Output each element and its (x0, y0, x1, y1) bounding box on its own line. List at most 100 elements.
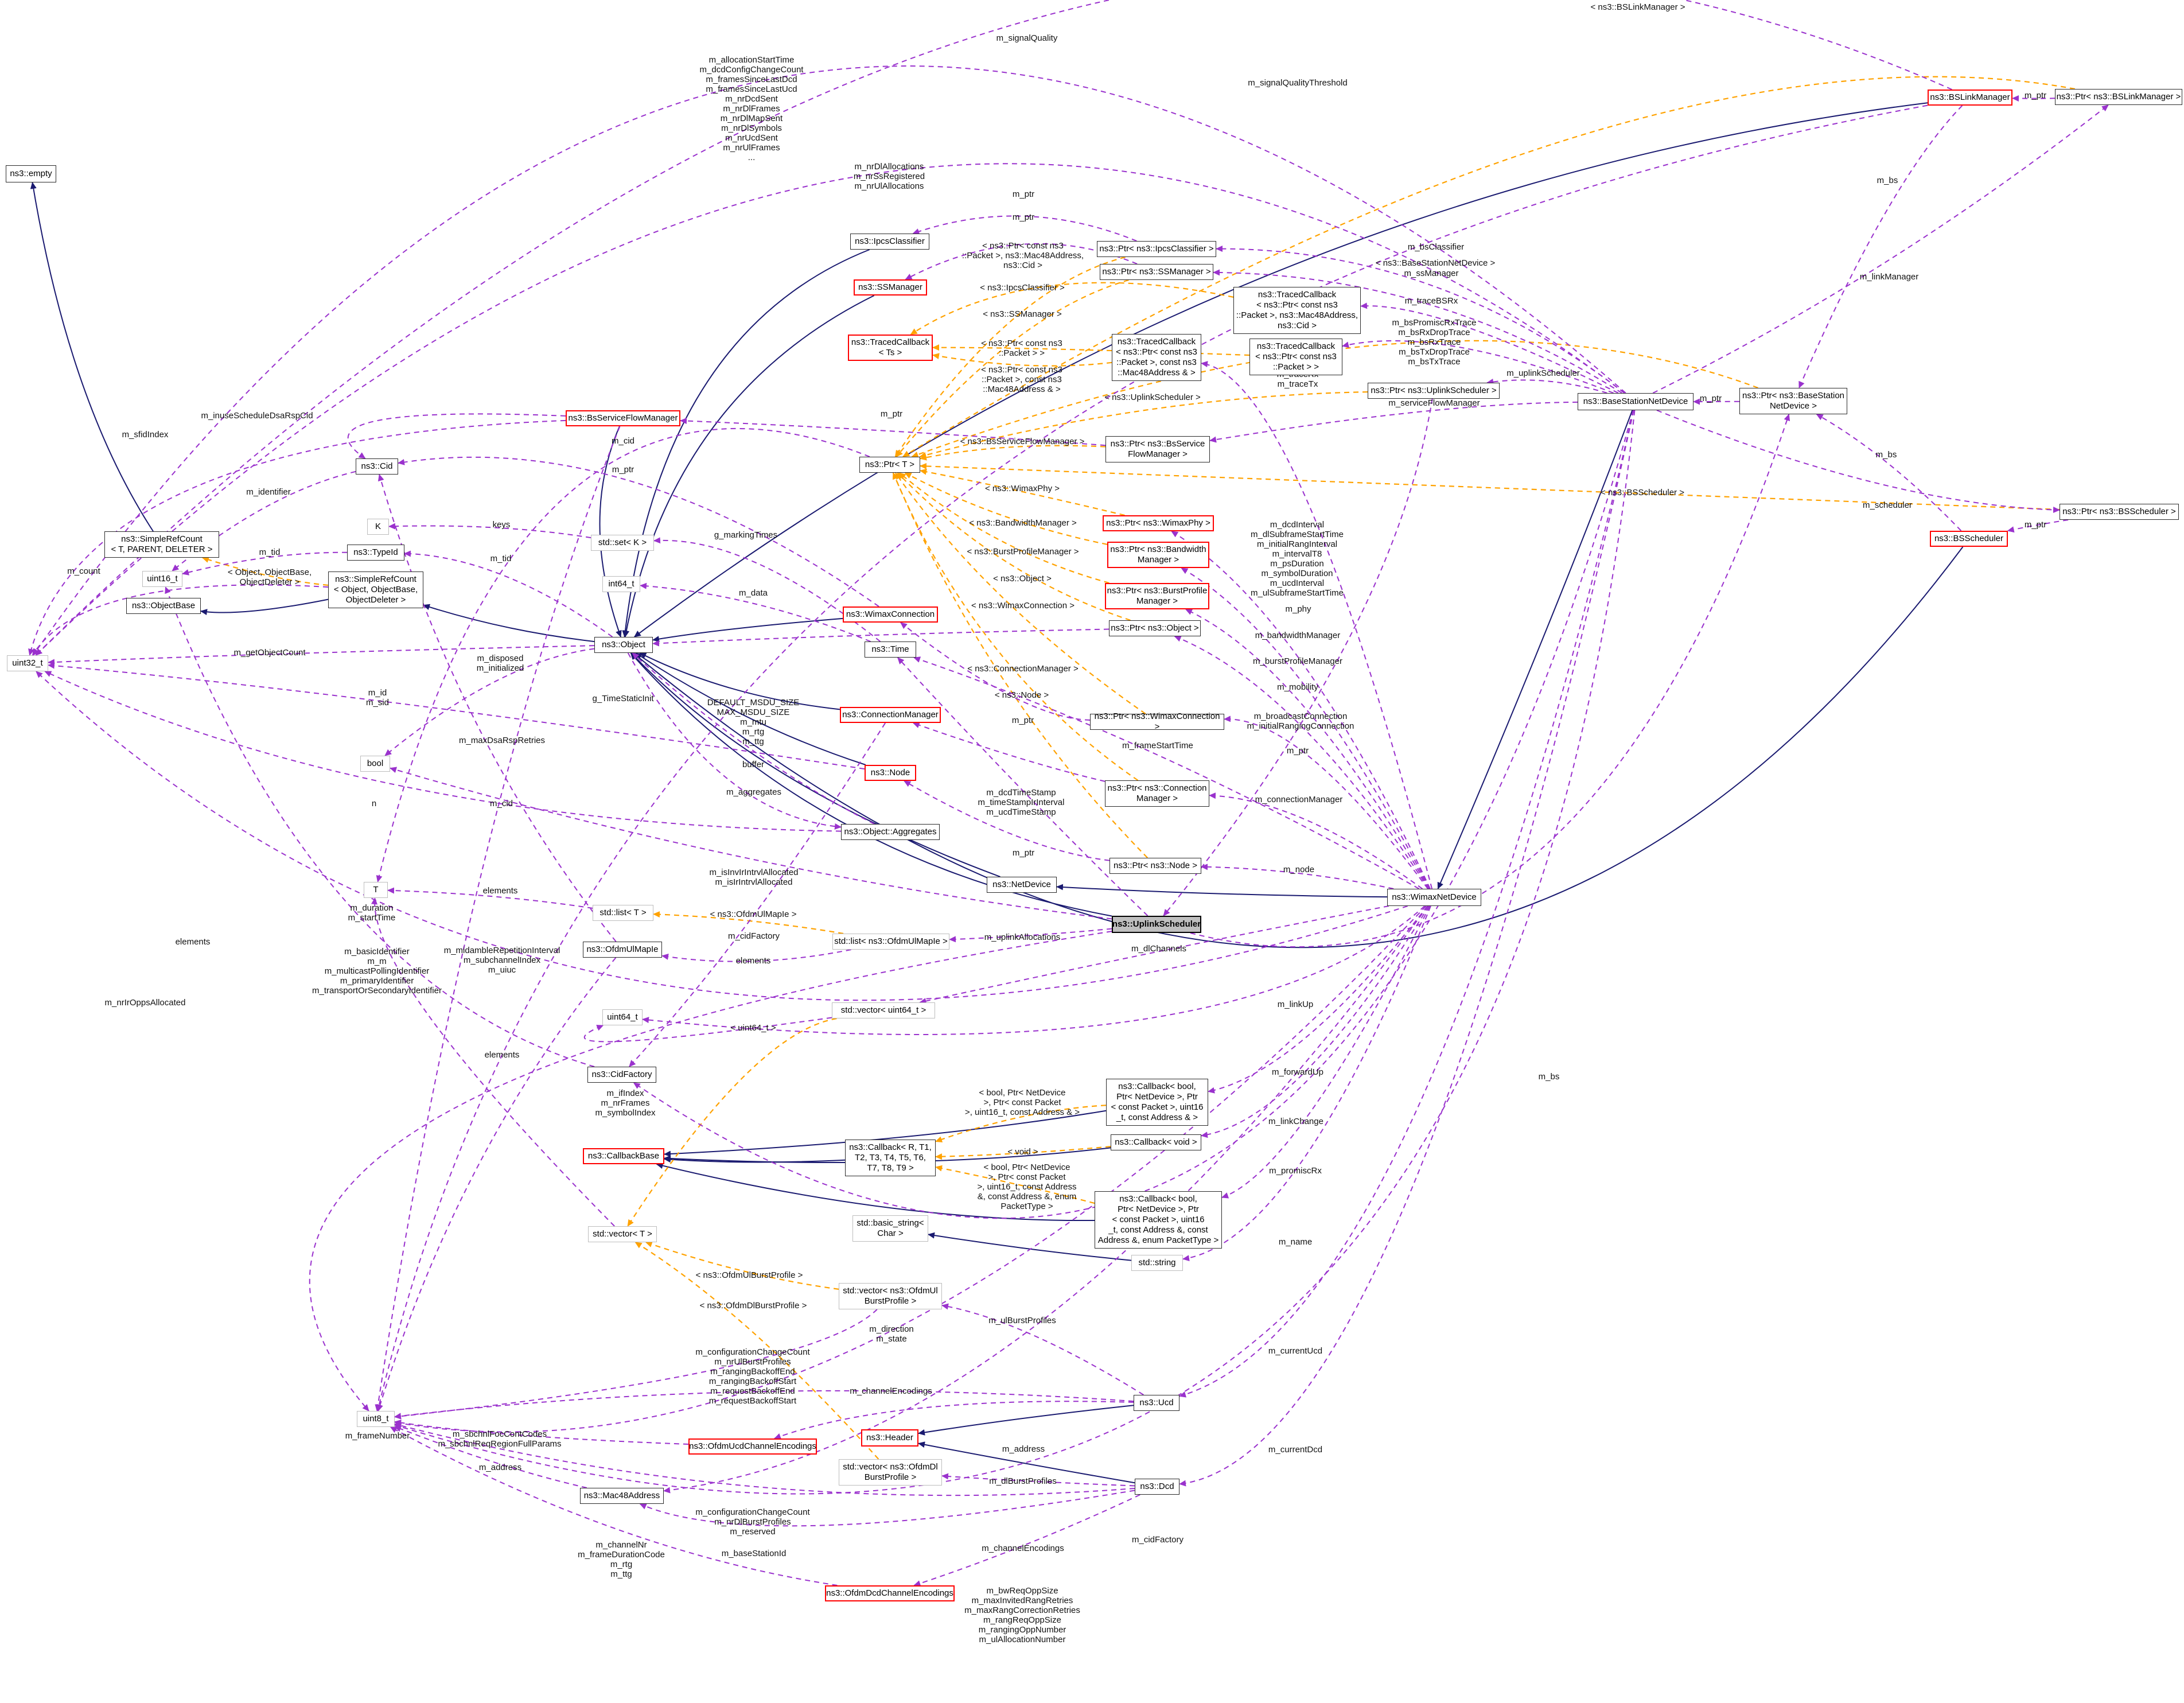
class-node-u16[interactable]: uint16_t (142, 571, 182, 587)
class-node-srcO[interactable]: ns3::SimpleRefCount < Object, ObjectBase… (328, 571, 423, 608)
class-node-K[interactable]: K (367, 519, 389, 535)
class-node-i64[interactable]: int64_t (602, 576, 640, 592)
class-node-cb2[interactable]: ns3::Callback< bool, Ptr< NetDevice >, P… (1095, 1191, 1222, 1249)
class-node-vecDl[interactable]: std::vector< ns3::OfdmDl BurstProfile > (839, 1459, 942, 1486)
class-node-cbR[interactable]: ns3::Callback< R, T1, T2, T3, T4, T5, T6… (845, 1140, 936, 1176)
class-node-tcPM[interactable]: ns3::TracedCallback < ns3::Ptr< const ns… (1112, 334, 1201, 381)
edge-label: m_frameStartTime (1122, 741, 1193, 751)
class-node-vecU64[interactable]: std::vector< uint64_t > (832, 1002, 935, 1018)
class-node-u8[interactable]: uint8_t (357, 1411, 395, 1427)
class-node-vecT[interactable]: std::vector< T > (588, 1226, 657, 1242)
class-node-tcTs[interactable]: ns3::TracedCallback < Ts > (848, 335, 933, 361)
class-node-tid[interactable]: ns3::TypeId (347, 545, 404, 561)
class-node-ptrSm[interactable]: ns3::Ptr< ns3::SSManager > (1100, 264, 1213, 280)
edge-label: keys (492, 520, 511, 530)
class-node-ptrCm[interactable]: ns3::Ptr< ns3::Connection Manager > (1105, 780, 1209, 807)
class-node-ptrWc[interactable]: ns3::Ptr< ns3::WimaxConnection > (1090, 711, 1224, 732)
edge-mac-u8 (394, 1425, 587, 1488)
class-node-ptrN[interactable]: ns3::Ptr< ns3::Node > (1109, 858, 1201, 874)
edge-bssfm-cid (347, 413, 566, 459)
edge-wnd-ptrCm (1209, 792, 1423, 889)
class-node-oucd[interactable]: ns3::OfdmUcdChannelEncodings (688, 1438, 817, 1455)
edge-bsnd-wnd (1437, 410, 1633, 889)
class-node-upsch[interactable]: ns3::UplinkScheduler (1112, 916, 1201, 933)
edge-wnd-ptrWc (1224, 716, 1428, 889)
class-node-ptrUp[interactable]: ns3::Ptr< ns3::UplinkScheduler > (1368, 383, 1500, 399)
edge-label: m_bs (1875, 450, 1897, 460)
class-node-bssfm[interactable]: ns3::BsServiceFlowManager (566, 410, 680, 426)
class-node-ptrBsch[interactable]: ns3::Ptr< ns3::BSScheduler > (2060, 504, 2179, 520)
class-node-ipcs[interactable]: ns3::IpcsClassifier (850, 234, 929, 250)
class-node-sstr[interactable]: std::string (1131, 1255, 1183, 1271)
class-node-ptrO[interactable]: ns3::Ptr< ns3::Object > (1109, 620, 1201, 636)
class-node-netd[interactable]: ns3::NetDevice (987, 877, 1057, 893)
class-node-aggr[interactable]: ns3::Object::Aggregates (841, 824, 940, 840)
class-node-dcd[interactable]: ns3::Dcd (1135, 1479, 1179, 1495)
class-node-ptrBS[interactable]: ns3::Ptr< ns3::BaseStation NetDevice > (1739, 388, 1847, 414)
edge-ptrO-ptrT (897, 472, 1131, 621)
class-node-bslm[interactable]: ns3::BSLinkManager (1928, 90, 2012, 106)
class-node-ptrWp[interactable]: ns3::Ptr< ns3::WimaxPhy > (1103, 515, 1214, 531)
class-node-mac[interactable]: ns3::Mac48Address (580, 1488, 664, 1504)
class-node-tcP[interactable]: ns3::TracedCallback < ns3::Ptr< const ns… (1249, 339, 1342, 375)
class-node-hdr[interactable]: ns3::Header (861, 1429, 918, 1447)
class-node-cbV[interactable]: ns3::Callback< void > (1111, 1134, 1201, 1150)
class-node-srcT[interactable]: ns3::SimpleRefCount < T, PARENT, DELETER… (104, 531, 219, 558)
edge-ptrBsch-ptrT (920, 462, 2060, 511)
class-node-cidf[interactable]: ns3::CidFactory (587, 1067, 656, 1083)
class-node-cbase[interactable]: ns3::CallbackBase (583, 1148, 664, 1164)
class-node-wnd[interactable]: ns3::WimaxNetDevice (1387, 889, 1481, 906)
edge-ulmapie-u8 (377, 957, 617, 1412)
class-node-bool[interactable]: bool (360, 756, 390, 772)
class-node-cid[interactable]: ns3::Cid (356, 458, 398, 475)
edge-label: < ns3::Ptr< const ns3 ::Packet > > (981, 339, 1062, 358)
class-node-ptrT[interactable]: ns3::Ptr< T > (859, 457, 920, 473)
edge-obj-aggr (627, 652, 842, 830)
class-node-time[interactable]: ns3::Time (865, 641, 916, 658)
class-node-u64[interactable]: uint64_t (602, 1009, 643, 1025)
class-node-cb1[interactable]: ns3::Callback< bool, Ptr< NetDevice >, P… (1106, 1079, 1208, 1126)
class-node-setK[interactable]: std::set< K > (591, 535, 654, 551)
edge-bsnd-tcPMC (1360, 302, 1619, 394)
class-node-ptrBslm[interactable]: ns3::Ptr< ns3::BSLinkManager > (2055, 89, 2182, 105)
class-node-bsch[interactable]: ns3::BSScheduler (1930, 531, 2008, 547)
edge-label: m_bs (1877, 176, 1898, 185)
class-node-node[interactable]: ns3::Node (865, 765, 916, 781)
edge-vecUl-vecT (645, 1241, 839, 1290)
edge-label: m_direction m_state (869, 1324, 914, 1344)
class-node-bsnd[interactable]: ns3::BaseStationNetDevice (1578, 393, 1694, 410)
class-node-empty[interactable]: ns3::empty (6, 165, 56, 182)
class-node-ptrBw[interactable]: ns3::Ptr< ns3::Bandwidth Manager > (1107, 542, 1209, 568)
edge-vecUl-u8 (394, 1309, 878, 1420)
edge-label: m_cidFactory (1131, 1535, 1184, 1545)
class-node-listUl[interactable]: std::list< ns3::OfdmUlMapIe > (832, 934, 949, 950)
class-node-ssm[interactable]: ns3::SSManager (854, 279, 927, 296)
edge-ptrIp-ptrT (894, 256, 1126, 457)
edge-label: m_ptr (1012, 212, 1035, 222)
class-node-cmgr[interactable]: ns3::ConnectionManager (840, 707, 941, 723)
class-node-vecUl[interactable]: std::vector< ns3::OfdmUl BurstProfile > (839, 1283, 942, 1309)
edge-upsch-time (897, 657, 1149, 916)
class-node-wconn[interactable]: ns3::WimaxConnection (843, 606, 938, 623)
class-node-u32[interactable]: uint32_t (7, 655, 48, 671)
edge-cbV-cbR (935, 1146, 1111, 1160)
class-node-odcd[interactable]: ns3::OfdmDcdChannelEncodings (825, 1585, 955, 1601)
class-node-ulmapie[interactable]: ns3::OfdmUlMapIe (583, 942, 662, 958)
class-node-T[interactable]: T (364, 882, 388, 898)
edge-label: m_broadcastConnection m_initialRangingCo… (1247, 711, 1354, 731)
class-node-obj[interactable]: ns3::Object (594, 637, 653, 653)
class-node-objb[interactable]: ns3::ObjectBase (126, 598, 201, 614)
class-node-ptrIp[interactable]: ns3::Ptr< ns3::IpcsClassifier > (1097, 241, 1216, 257)
class-node-listT[interactable]: std::list< T > (593, 905, 653, 921)
class-node-bstr[interactable]: std::basic_string< Char > (852, 1215, 928, 1242)
class-node-ptrBp[interactable]: ns3::Ptr< ns3::BurstProfile Manager > (1105, 583, 1209, 609)
edge-label: < ns3::BsServiceFlowManager > (960, 437, 1085, 446)
edge-ptrWp-ptrT (920, 468, 1125, 516)
class-node-ucd[interactable]: ns3::Ucd (1134, 1395, 1179, 1411)
class-node-ptrBsf[interactable]: ns3::Ptr< ns3::BsService FlowManager > (1105, 436, 1210, 462)
edge-tcPM-tcTs (932, 353, 1112, 367)
class-node-tcPMC[interactable]: ns3::TracedCallback < ns3::Ptr< const ns… (1233, 287, 1361, 334)
edge-label: m_linkChange (1268, 1117, 1323, 1126)
edge-label: m_isInvIrIntrvlAllocated m_isIrIntrvlAll… (709, 868, 799, 887)
